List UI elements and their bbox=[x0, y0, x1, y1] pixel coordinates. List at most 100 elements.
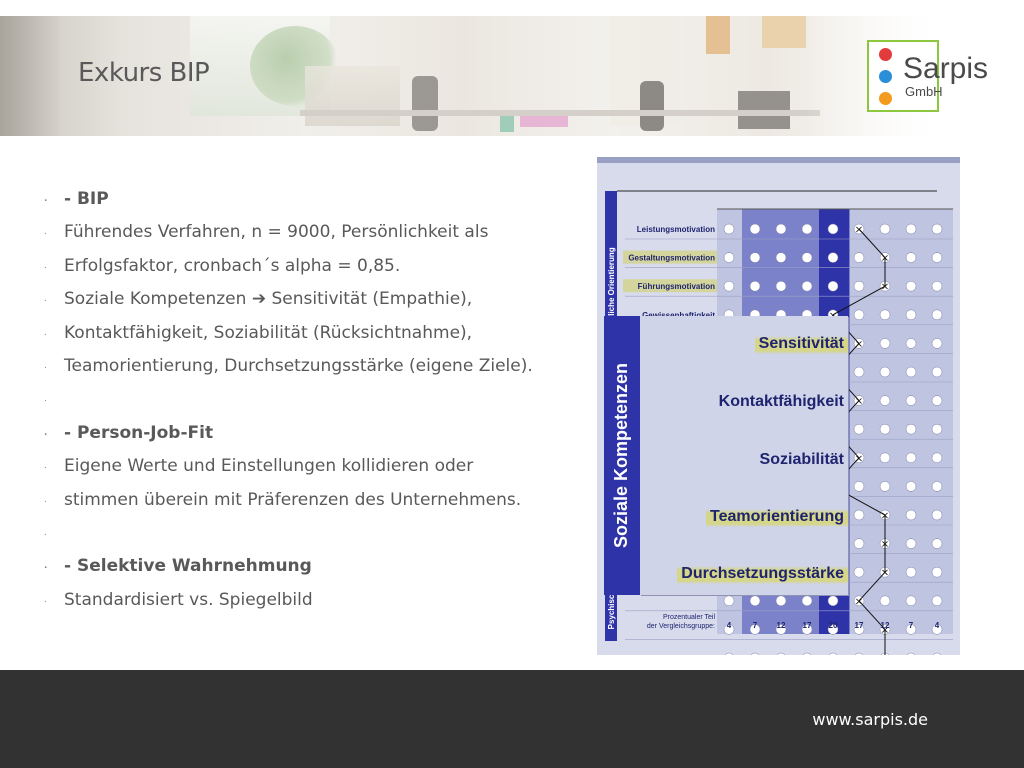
logo-name: Sarpis bbox=[903, 52, 989, 85]
scan-cross-mark: × bbox=[855, 453, 863, 464]
footer-bar: www.sarpis.de bbox=[0, 670, 1024, 768]
scan-dot bbox=[853, 538, 865, 549]
bullet-item: .Teamorientierung, Durchsetzungsstärke (… bbox=[44, 350, 564, 383]
bullet-list: .- BIP.Führendes Verfahren, n = 9000, Pe… bbox=[44, 183, 564, 617]
scan-dot bbox=[879, 395, 891, 406]
bullet-text: - Selektive Wahrnehmung bbox=[64, 556, 312, 577]
scan-percentage: 4 bbox=[727, 621, 732, 630]
scan-dot bbox=[828, 652, 838, 655]
scan-dot bbox=[827, 252, 839, 263]
scan-dot bbox=[827, 280, 839, 292]
scan-dot bbox=[853, 509, 865, 521]
scan-footer-label-2: der Vergleichsgruppe: bbox=[647, 623, 715, 630]
scan-dot bbox=[905, 624, 917, 635]
overlay-row-label: Durchsetzungsstärke bbox=[677, 564, 848, 584]
scan-dot bbox=[906, 652, 916, 655]
scan-dot bbox=[905, 309, 917, 321]
scan-dot bbox=[931, 338, 943, 349]
logo-suffix: GmbH bbox=[905, 84, 943, 99]
bullet-dot: . bbox=[44, 427, 48, 438]
bullet-dot: . bbox=[44, 227, 47, 238]
scan-row-label: Gewissenhaftigkeit bbox=[642, 311, 715, 320]
scan-dot bbox=[879, 481, 891, 492]
scan-dot bbox=[905, 538, 917, 549]
scan-footer-label-1: Prozentualer Teil bbox=[663, 614, 715, 621]
bullet-item: . bbox=[44, 383, 564, 416]
scan-cross-mark: × bbox=[855, 396, 863, 407]
scan-dot bbox=[853, 366, 865, 378]
scan-percentage: 17 bbox=[855, 621, 864, 630]
bullet-item: .Führendes Verfahren, n = 9000, Persönli… bbox=[44, 216, 564, 249]
bullet-item: . Soziale Kompetenzen ➔ Sensitivität (Emp… bbox=[44, 283, 564, 316]
scan-cross-mark: × bbox=[881, 568, 889, 579]
scan-dot bbox=[775, 624, 787, 635]
bullet-item: .- Selektive Wahrnehmung bbox=[44, 550, 564, 583]
scan-dot bbox=[802, 652, 812, 655]
scan-dot bbox=[905, 481, 917, 492]
bullet-dot: . bbox=[44, 594, 47, 605]
bullet-item: .Kontaktfähigkeit, Soziabilität (Rücksic… bbox=[44, 317, 564, 350]
bullet-dot: . bbox=[44, 294, 47, 305]
scan-dot bbox=[931, 366, 943, 378]
bullet-dot: . bbox=[44, 461, 47, 472]
scan-row-label: Leistungsmotivation bbox=[637, 225, 715, 234]
scan-dot bbox=[931, 566, 943, 578]
scan-dot bbox=[775, 252, 787, 263]
scan-dot bbox=[854, 652, 864, 655]
scan-dot bbox=[932, 652, 942, 655]
scan-dot bbox=[749, 252, 761, 263]
scan-dot bbox=[879, 423, 891, 435]
bullet-dot: . bbox=[44, 494, 47, 505]
bullet-dot: . bbox=[44, 394, 47, 405]
scan-top-strip bbox=[597, 157, 960, 163]
scan-dot bbox=[723, 280, 735, 292]
scan-dot bbox=[931, 423, 943, 435]
bullet-dot: . bbox=[44, 360, 47, 371]
scan-dot bbox=[905, 280, 917, 292]
scan-dot bbox=[879, 366, 891, 378]
scan-dot bbox=[723, 624, 735, 635]
bullet-text: Eigene Werte und Einstellungen kollidier… bbox=[64, 456, 474, 477]
scan-dot bbox=[853, 252, 865, 263]
scan-highlight bbox=[623, 279, 717, 293]
scan-dot bbox=[801, 280, 813, 292]
scan-dot bbox=[723, 252, 735, 263]
overlay-row-label: Kontaktfähigkeit bbox=[718, 393, 844, 410]
scan-dot bbox=[749, 223, 761, 235]
bullet-item: . bbox=[44, 517, 564, 550]
scan-dot bbox=[853, 280, 865, 292]
bullet-item: .Erfolgsfaktor, cronbach´s alpha = 0,85. bbox=[44, 250, 564, 283]
scan-dot bbox=[853, 624, 865, 635]
scan-dot bbox=[931, 481, 943, 492]
scan-cross-mark: × bbox=[855, 596, 863, 607]
overlay-row-label: Teamorientierung bbox=[706, 507, 848, 527]
scan-dot bbox=[853, 481, 865, 492]
scan-dot bbox=[931, 509, 943, 521]
scan-dot bbox=[853, 423, 865, 435]
bullet-text: Erfolgsfaktor, cronbach´s alpha = 0,85. bbox=[64, 255, 401, 276]
scan-dot bbox=[931, 395, 943, 406]
overlay-band bbox=[604, 316, 640, 595]
slide-title: Exkurs BIP bbox=[78, 58, 210, 88]
scan-dot bbox=[749, 595, 761, 607]
overlay-row-label: Sensitivität bbox=[754, 334, 848, 354]
scan-dot bbox=[879, 595, 891, 607]
scan-dot bbox=[931, 223, 943, 235]
scan-percentage: 17 bbox=[803, 621, 812, 630]
scan-dot bbox=[775, 595, 787, 607]
bullet-text: Standardisiert vs. Spiegelbild bbox=[64, 589, 313, 610]
scan-dot bbox=[931, 624, 943, 635]
bullet-item: . Eigene Werte und Einstellungen kollidie… bbox=[44, 450, 564, 483]
scan-dot bbox=[879, 338, 891, 349]
scan-profile-line bbox=[858, 228, 886, 258]
scan-profile-line bbox=[858, 600, 886, 630]
bullet-text: Soziale Kompetenzen ➔ Sensitivität (Empa… bbox=[64, 289, 473, 310]
scan-dot bbox=[931, 280, 943, 292]
scan-row-label: Gestaltungsmotivation bbox=[628, 254, 715, 263]
bullet-dot: . bbox=[44, 194, 48, 204]
scan-dot bbox=[801, 595, 813, 607]
scan-dot bbox=[775, 223, 787, 235]
header-photo-banner bbox=[0, 16, 1024, 136]
scan-dot bbox=[801, 624, 813, 635]
scan-dot bbox=[724, 652, 734, 655]
